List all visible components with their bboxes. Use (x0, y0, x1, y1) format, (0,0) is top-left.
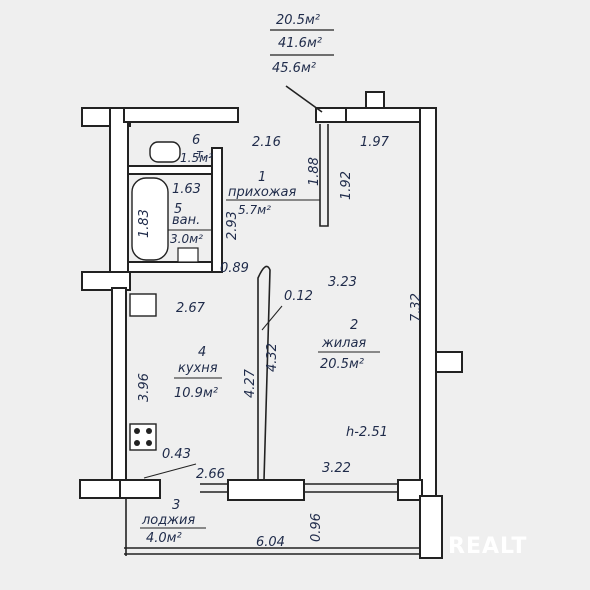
room-number: 3 (172, 498, 180, 513)
room-area: 5.7м² (238, 203, 271, 217)
sink-icon (177, 247, 199, 263)
dim-label: 2.67 (176, 301, 206, 316)
dim-label: 4.32 (265, 343, 280, 372)
summary-total-balcony: 45.6м² (272, 61, 316, 76)
kitchen-sink-icon (129, 293, 157, 317)
toilet-icon (149, 141, 181, 163)
dim-label: 7.32 (409, 293, 424, 322)
watermark: REALT (448, 534, 527, 559)
room-area: 1.5м² (180, 151, 213, 165)
room-number: 1 (258, 170, 266, 185)
summary-living: 20.5м² (276, 13, 320, 28)
room-area: 3.0м² (170, 232, 203, 246)
summary: 20.5м² 41.6м² 45.6м² (270, 13, 334, 76)
ceiling-height: h-2.51 (346, 425, 388, 440)
dim-label: 1.88 (307, 157, 322, 186)
dim-label: 3.96 (137, 373, 152, 402)
room-name: кухня (178, 361, 218, 376)
stove-icon (129, 423, 157, 451)
room-labels: 1 прихожая 5.7м² 2 жилая 20.5м² 3 лоджия… (140, 133, 380, 546)
walls (79, 91, 463, 559)
dim-label: 4.27 (243, 368, 258, 398)
dim-label: 1.92 (339, 171, 354, 200)
dim-label: 6.04 (256, 535, 285, 550)
room-area: 4.0м² (146, 531, 182, 546)
dim-label: 2.66 (196, 467, 225, 482)
room-number: 2 (350, 318, 358, 333)
dim-label: 0.96 (309, 513, 324, 542)
dim-label: 1.63 (172, 182, 201, 197)
room-name: прихожая (228, 185, 297, 200)
dim-label: 2.93 (225, 211, 240, 240)
dimensions: 2.16 1.97 1.88 1.92 1.63 1.83 2.93 0.89 … (137, 135, 424, 550)
room-number: 5 (174, 202, 182, 217)
room-number: 6 (192, 133, 200, 148)
dim-label: 0.89 (220, 261, 249, 276)
dim-label: 1.83 (137, 209, 152, 238)
room-area: 10.9м² (174, 386, 218, 401)
dim-label: 2.16 (252, 135, 281, 150)
room-name: лоджия (141, 513, 195, 528)
fixtures (129, 141, 199, 451)
room-area: 20.5м² (320, 357, 364, 372)
room-name: жилая (321, 336, 366, 351)
room-number: 4 (198, 345, 206, 360)
dim-label: 0.43 (162, 447, 191, 462)
dim-label: 3.22 (322, 461, 351, 476)
dim-label: 3.23 (328, 275, 357, 290)
room-name: т. (196, 147, 207, 161)
summary-total: 41.6м² (278, 36, 322, 51)
openings (124, 85, 420, 556)
bathtub-icon (131, 177, 169, 261)
room-name: ван. (172, 213, 200, 228)
dim-label: 1.97 (360, 135, 390, 150)
dim-label: 0.12 (284, 289, 313, 304)
